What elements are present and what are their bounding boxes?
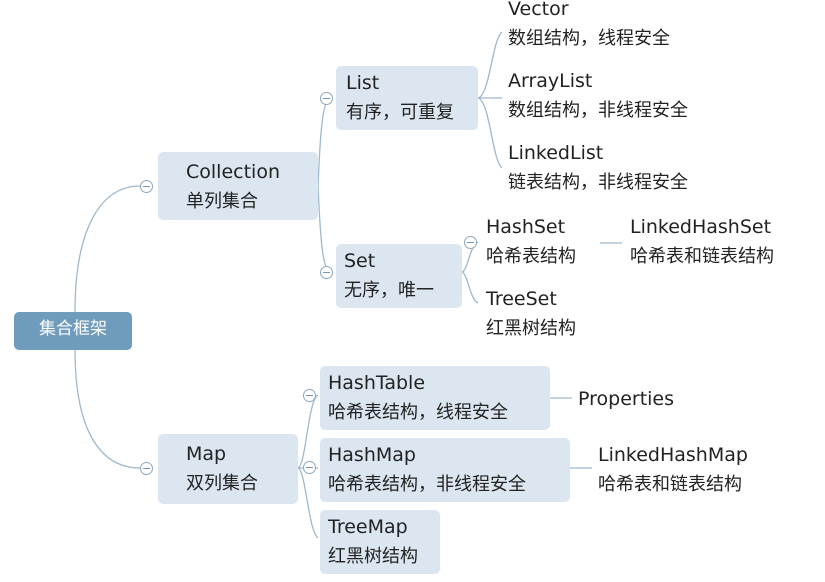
arraylist-title: ArrayList <box>508 70 593 92</box>
map-collapse-toggle[interactable] <box>140 462 153 475</box>
hashset-subtitle: 哈希表结构 <box>486 246 576 267</box>
linkedlist-title: LinkedList <box>508 142 604 164</box>
set-collapse-toggle[interactable] <box>320 266 333 279</box>
linkedlist-subtitle: 链表结构，非线程安全 <box>508 172 688 193</box>
hashtable-node[interactable]: HashTable 哈希表结构，线程安全 <box>320 366 550 430</box>
connector-collection-set <box>317 185 331 273</box>
arraylist-node[interactable]: ArrayList 数组结构，非线程安全 <box>508 66 688 126</box>
vector-title: Vector <box>508 0 569 20</box>
connector-list-vector <box>477 31 503 99</box>
linkedhashmap-title: LinkedHashMap <box>598 444 748 466</box>
map-subtitle: 双列集合 <box>186 473 258 494</box>
connector-root-collection <box>74 185 141 313</box>
treemap-subtitle: 红黑树结构 <box>328 546 418 567</box>
collection-title: Collection <box>186 161 280 183</box>
hashtable-title: HashTable <box>328 372 426 394</box>
collection-subtitle: 单列集合 <box>186 191 258 212</box>
linkedhashset-node[interactable]: LinkedHashSet 哈希表和链表结构 <box>630 212 774 272</box>
arraylist-subtitle: 数组结构，非线程安全 <box>508 100 688 121</box>
hashmap-collapse-toggle[interactable] <box>303 461 316 474</box>
root-node[interactable]: 集合框架 <box>14 312 132 350</box>
treemap-node[interactable]: TreeMap 红黑树结构 <box>320 510 440 574</box>
connector-collection-list <box>317 97 331 187</box>
root-label: 集合框架 <box>39 319 107 339</box>
linkedhashmap-node[interactable]: LinkedHashMap 哈希表和链表结构 <box>598 440 748 500</box>
properties-title: Properties <box>578 388 675 410</box>
connector-set-treeset <box>461 271 479 304</box>
linkedhashset-subtitle: 哈希表和链表结构 <box>630 246 774 267</box>
collection-node[interactable]: Collection 单列集合 <box>158 152 318 220</box>
hashmap-subtitle: 哈希表结构，非线程安全 <box>328 474 526 495</box>
set-subtitle: 无序，唯一 <box>344 280 434 301</box>
treeset-node[interactable]: TreeSet 红黑树结构 <box>486 284 576 344</box>
vector-subtitle: 数组结构，线程安全 <box>508 28 670 49</box>
linkedhashset-title: LinkedHashSet <box>630 216 772 238</box>
connector-map-hashtable <box>297 394 319 469</box>
treeset-subtitle: 红黑树结构 <box>486 318 576 339</box>
set-title: Set <box>344 250 376 272</box>
connector-map-treemap <box>297 467 319 539</box>
connector-list-linkedlist <box>477 97 503 169</box>
list-subtitle: 有序，可重复 <box>346 102 454 123</box>
connector-root-map <box>74 349 141 469</box>
hashtable-collapse-toggle[interactable] <box>303 389 316 402</box>
collection-collapse-toggle[interactable] <box>140 180 153 193</box>
map-node[interactable]: Map 双列集合 <box>158 434 298 504</box>
hashset-node[interactable]: HashSet 哈希表结构 <box>486 212 576 272</box>
hashmap-node[interactable]: HashMap 哈希表结构，非线程安全 <box>320 438 570 502</box>
treeset-title: TreeSet <box>486 288 557 310</box>
list-collapse-toggle[interactable] <box>320 92 333 105</box>
vector-node[interactable]: Vector 数组结构，线程安全 <box>508 0 670 54</box>
treemap-title: TreeMap <box>328 516 408 538</box>
hashset-title: HashSet <box>486 216 566 238</box>
properties-node[interactable]: Properties <box>578 384 674 414</box>
hashtable-subtitle: 哈希表结构，线程安全 <box>328 402 508 423</box>
list-node[interactable]: List 有序，可重复 <box>336 66 478 130</box>
linkedlist-node[interactable]: LinkedList 链表结构，非线程安全 <box>508 138 688 198</box>
map-title: Map <box>186 443 227 465</box>
list-title: List <box>346 72 380 94</box>
set-node[interactable]: Set 无序，唯一 <box>336 244 462 308</box>
hashset-collapse-toggle[interactable] <box>464 236 477 249</box>
linkedhashmap-subtitle: 哈希表和链表结构 <box>598 474 742 495</box>
hashmap-title: HashMap <box>328 444 416 466</box>
